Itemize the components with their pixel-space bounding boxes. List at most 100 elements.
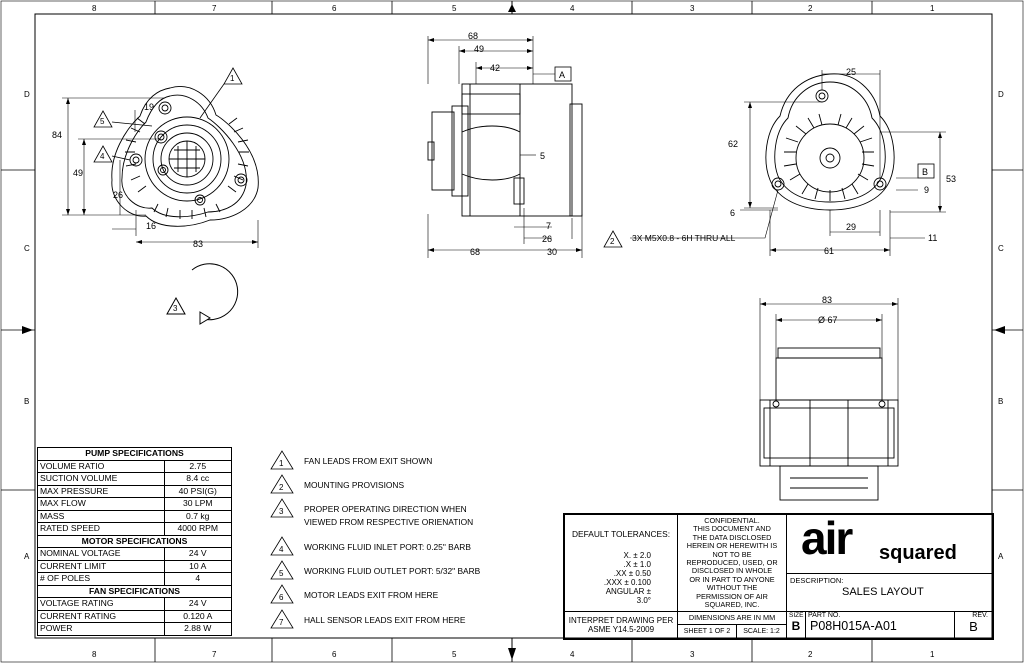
callout-number: 5	[100, 117, 105, 126]
zone-label: 3	[690, 4, 695, 13]
note-triangle-icon: 2	[270, 474, 294, 494]
interpret-line: INTERPRET DRAWING PER	[568, 616, 674, 625]
dim-label: 49	[73, 168, 83, 178]
spec-label: MAX PRESSURE	[37, 484, 165, 498]
zone-label: 8	[92, 650, 97, 659]
zone-label: 7	[212, 650, 217, 659]
zone-label: B	[998, 397, 1004, 406]
zone-label: A	[24, 552, 30, 561]
note-triangle-icon: 6	[270, 584, 294, 604]
confidential-cell: CONFIDENTIAL. THIS DOCUMENT AND THE DATA…	[677, 514, 787, 612]
svg-text:4: 4	[279, 545, 284, 554]
scale-label: SCALE: 1:2	[743, 628, 780, 635]
size-cell: SIZE B	[786, 611, 806, 639]
tolerance-line: .X ± 1.0	[623, 560, 651, 569]
dim-label: 6	[730, 208, 735, 218]
callout-number: 1	[230, 74, 235, 83]
part-number-value: P08H015A-A01	[810, 619, 897, 633]
revision-cell: REV. B	[954, 611, 993, 639]
description-cell: DESCRIPTION: SALES LAYOUT	[786, 573, 993, 612]
confidential-line: CONFIDENTIAL.	[704, 516, 760, 525]
dim-label: 16	[146, 221, 156, 231]
front-view: 84 19 49 26 16 83 1 5 4 3	[52, 67, 259, 325]
dim-label: 26	[113, 190, 123, 200]
dim-label: 5	[540, 151, 545, 161]
zone-label: C	[24, 244, 30, 253]
zone-label: A	[998, 552, 1004, 561]
spec-label: VOLUME RATIO	[37, 459, 165, 473]
zone-label: 8	[92, 4, 97, 13]
zone-label: 2	[808, 650, 813, 659]
note-text: HALL SENSOR LEADS EXIT FROM HERE	[304, 615, 466, 625]
confidential-line: DISCLOSED IN WHOLE	[691, 566, 773, 576]
motor-spec-title: MOTOR SPECIFICATIONS	[37, 534, 232, 548]
zone-label: 6	[332, 650, 337, 659]
dim-label: 9	[924, 185, 929, 195]
dim-label: 30	[547, 247, 557, 257]
dim-label: 68	[468, 31, 478, 41]
title-block: DEFAULT TOLERANCES: X. ± 2.0 .X ± 1.0 .X…	[563, 512, 994, 640]
spec-label: MAX FLOW	[37, 497, 165, 511]
note-triangle-icon: 4	[270, 536, 294, 556]
datum-label: A	[559, 70, 565, 80]
spec-value: 10 A	[163, 559, 233, 573]
dim-label: 83	[822, 295, 832, 305]
note-text: WORKING FLUID OUTLET PORT: 5/32" BARB	[304, 566, 481, 576]
datum-label: B	[922, 167, 928, 177]
zone-label: D	[998, 90, 1004, 99]
air-squared-logo: air	[801, 512, 853, 564]
spec-value: 0.7 kg	[163, 509, 233, 523]
svg-text:7: 7	[279, 618, 284, 627]
zone-label: 5	[452, 4, 457, 13]
zone-label: 1	[930, 650, 935, 659]
confidential-line: THIS DOCUMENT AND	[693, 524, 771, 534]
description-label: DESCRIPTION:	[790, 576, 844, 585]
air-squared-logo-sub: squared	[879, 542, 957, 564]
sheet-label: SHEET 1 OF 2	[683, 628, 731, 635]
tolerance-line: X. ± 2.0	[623, 551, 651, 560]
note-triangle-icon: 5	[270, 560, 294, 580]
spec-label: CURRENT RATING	[37, 609, 165, 623]
spec-label: SUCTION VOLUME	[37, 472, 165, 486]
svg-text:3: 3	[279, 507, 284, 516]
spec-value: 4	[163, 572, 233, 586]
revision-value: B	[969, 619, 978, 634]
svg-text:5: 5	[279, 569, 284, 578]
spec-label: VOLTAGE RATING	[37, 597, 165, 611]
note-triangle-icon: 1	[270, 450, 294, 470]
note-text: WORKING FLUID INLET PORT: 0.25" BARB	[304, 542, 471, 552]
dim-label: 11	[928, 233, 937, 243]
note-text: FAN LEADS FROM EXIT SHOWN	[304, 456, 433, 466]
dim-label: 84	[52, 130, 62, 140]
svg-text:2: 2	[279, 483, 284, 492]
interpret-line: ASME Y14.5-2009	[587, 625, 655, 634]
zone-label: D	[24, 90, 30, 99]
dim-label: 62	[728, 139, 738, 149]
dim-label: 19	[144, 102, 154, 112]
spec-label: MASS	[37, 509, 165, 523]
spec-value: 30 LPM	[163, 497, 233, 511]
revision-label: REV.	[972, 612, 988, 619]
dim-label: 49	[474, 44, 484, 54]
spec-value: 40 PSI(G)	[163, 484, 233, 498]
rear-view: B 25 62 53 9 6 29 11 61 2 3X M5X0.8 - 6H…	[603, 67, 956, 256]
zone-label: C	[998, 244, 1004, 253]
fan-spec-title: FAN SPECIFICATIONS	[37, 584, 232, 598]
spec-label: POWER	[37, 622, 165, 636]
svg-text:6: 6	[279, 593, 284, 602]
pump-spec-title: PUMP SPECIFICATIONS	[37, 447, 232, 461]
dim-label: Ø 67	[818, 315, 838, 325]
confidential-line: PERMISSION OF AIR	[696, 591, 768, 601]
spec-value: 24 V	[163, 547, 233, 561]
